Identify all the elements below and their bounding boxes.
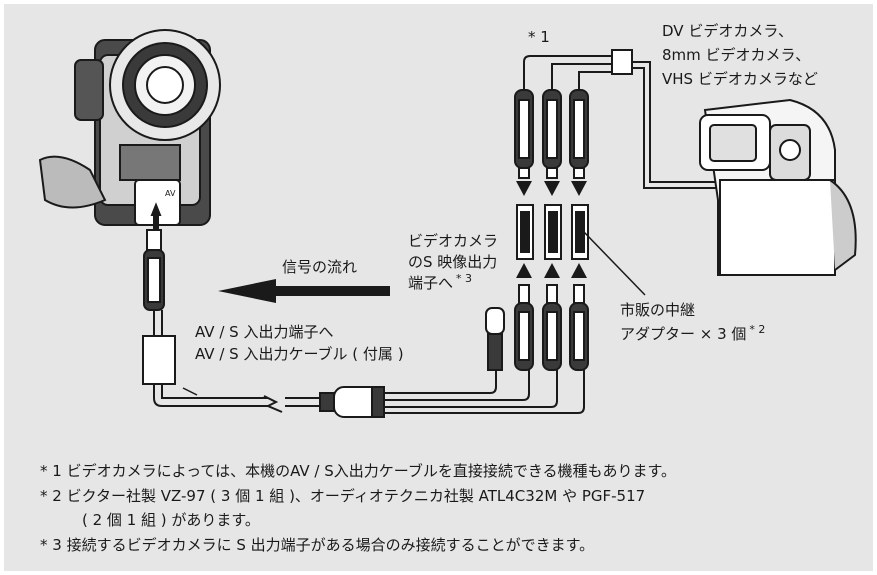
cable-splitter <box>319 386 385 418</box>
cable-junction <box>611 49 633 75</box>
av-cable-label: AV / S 入出力ケーブル ( 付属 ) <box>195 345 404 363</box>
av-plug-left <box>143 202 165 311</box>
adapter-footnote-mark: * 2 <box>749 323 766 336</box>
s-video-plug <box>485 307 505 371</box>
rca-plugs-lower <box>514 284 589 371</box>
s-video-label-line2: のS 映像出力 <box>408 253 498 271</box>
footnote-2: * 2 ビクター社製 VZ-97 ( 3 個 1 組 )、オーディオテクニカ社製… <box>40 487 646 505</box>
down-arrows <box>516 181 587 196</box>
asterisk-1-label: * 1 <box>528 28 550 46</box>
s-video-label-line3: 端子へ* 3 <box>408 272 473 294</box>
footnote-3: * 3 接続するビデオカメラに S 出力端子がある場合のみ接続することができます… <box>40 536 595 554</box>
leader-lines <box>182 231 646 396</box>
rca-plugs-upper <box>514 89 589 179</box>
upper-wires <box>523 55 720 189</box>
av-jack-label: AV <box>165 189 176 198</box>
av-cable <box>153 310 320 407</box>
s-video-footnote-mark: * 3 <box>456 272 473 285</box>
s-video-label-text: 端子へ <box>408 274 454 292</box>
dv-camera-label-line3: VHS ビデオカメラなど <box>662 70 818 88</box>
ferrite-core <box>142 335 176 385</box>
adapter-label-text: アダプター × 3 個 <box>620 325 747 343</box>
footnote-1: * 1 ビデオカメラによっては、本機のAV / S入出力ケーブルを直接接続できる… <box>40 462 677 480</box>
adapter-label-line2: アダプター × 3 個* 2 <box>620 323 766 345</box>
camcorder-right <box>699 98 857 276</box>
footnote-2-continued: ( 2 個 1 組 ) があります。 <box>82 511 260 529</box>
camcorder-left <box>38 29 221 226</box>
dv-camera-label-line1: DV ビデオカメラ、 <box>662 22 794 40</box>
up-arrows <box>516 263 587 278</box>
cable-break-mark <box>263 395 283 413</box>
av-terminal-label: AV / S 入出力端子へ <box>195 323 334 341</box>
dv-camera-label-line2: 8mm ビデオカメラ、 <box>662 46 811 64</box>
adapter-label-line1: 市販の中継 <box>620 301 696 319</box>
splitter-wires <box>384 370 585 414</box>
signal-flow-label: 信号の流れ <box>282 258 358 276</box>
signal-flow-arrow <box>218 279 390 303</box>
relay-adapters <box>516 204 589 260</box>
s-video-label-line1: ビデオカメラ <box>408 232 499 250</box>
